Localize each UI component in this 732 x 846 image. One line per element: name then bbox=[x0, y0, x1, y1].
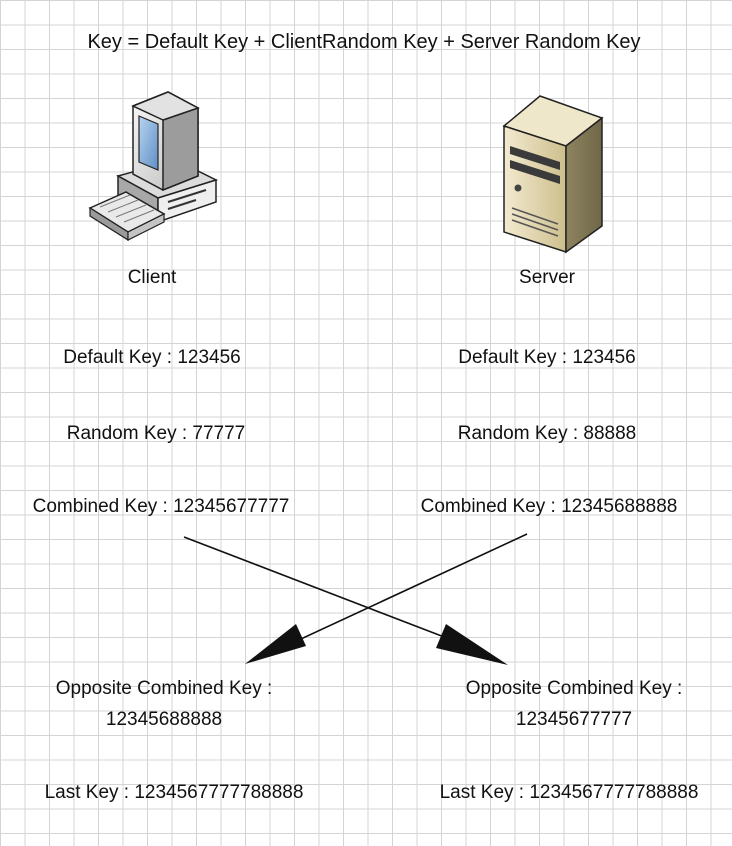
client-last-key: Last Key : 1234567777788888 bbox=[44, 782, 304, 803]
server-random-key: Random Key : 88888 bbox=[457, 423, 637, 444]
arrow-client-to-server bbox=[183, 536, 508, 665]
diagram-title: Key = Default Key + ClientRandom Key + S… bbox=[87, 31, 641, 53]
desktop-computer-icon bbox=[88, 91, 219, 242]
arrow-server-to-client bbox=[245, 533, 528, 664]
server-combined-key: Combined Key : 12345688888 bbox=[420, 496, 678, 517]
server-label: Server bbox=[519, 267, 575, 288]
client-opposite-value: 12345688888 bbox=[105, 709, 223, 730]
server-tower-icon bbox=[502, 95, 604, 254]
client-opposite-label: Opposite Combined Key : bbox=[55, 678, 273, 699]
client-default-key: Default Key : 123456 bbox=[63, 347, 241, 368]
server-opposite-value: 12345677777 bbox=[515, 709, 633, 730]
server-opposite-label: Opposite Combined Key : bbox=[465, 678, 683, 699]
server-default-key: Default Key : 123456 bbox=[458, 347, 636, 368]
client-random-key: Random Key : 77777 bbox=[66, 423, 246, 444]
client-label: Client bbox=[127, 267, 177, 288]
client-combined-key: Combined Key : 12345677777 bbox=[32, 496, 290, 517]
server-last-key: Last Key : 1234567777788888 bbox=[439, 782, 699, 803]
